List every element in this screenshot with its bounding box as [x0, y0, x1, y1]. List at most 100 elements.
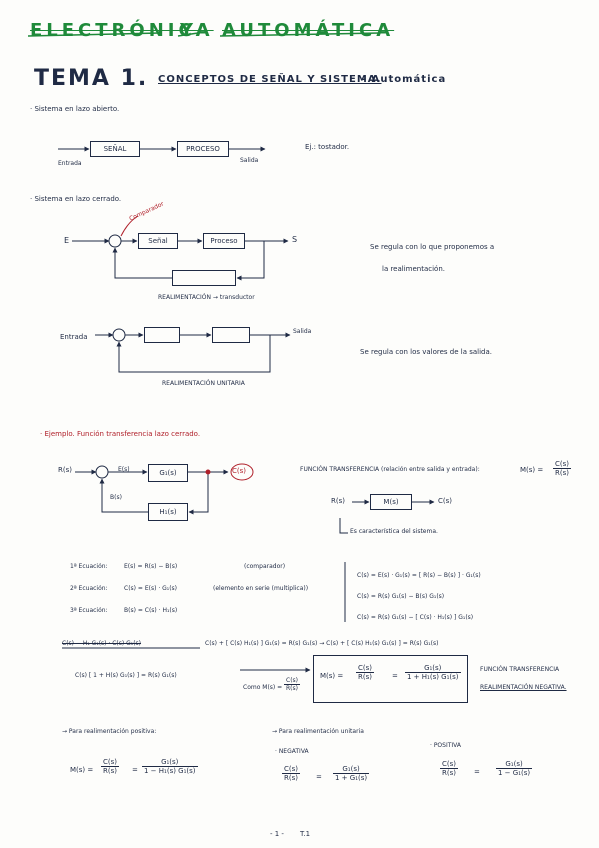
step-5: C(s) [ 1 + H(s) G₁(s) ] = R(s) G₁(s)	[75, 672, 177, 679]
pos-fraction-2: G₁(s)1 − H₁(s) G₁(s)	[142, 758, 198, 775]
unit-loop-input-label: Entrada	[60, 333, 88, 341]
ex-c-label: C(s)	[232, 467, 246, 475]
eq2-label: 2ª Ecuación:	[70, 585, 108, 592]
como-fraction: C(s)R(s)	[284, 677, 300, 692]
positive-heading: → Para realimentación positiva:	[62, 728, 157, 735]
pos-fraction-1: C(s)R(s)	[101, 758, 119, 775]
eq2: C(s) = E(s) · G₁(s)	[124, 585, 178, 592]
posi-fraction-2: G₁(s)1 − G₁(s)	[496, 760, 533, 777]
course-title-left: ELECTRÓNICA	[30, 20, 214, 41]
unit-loop-feedback-label: REALIMENTACIÓN UNITARIA	[162, 380, 245, 387]
tf-fraction: C(s)R(s)	[553, 460, 571, 477]
box-note-2: REALIMENTACIÓN NEGATIVA.	[480, 684, 567, 691]
struck-step: C(s) − H₁ G₁(s) · C(s) G₁(s)	[62, 640, 142, 647]
eq3-label: 3ª Ecuación:	[70, 607, 108, 614]
characteristic-note: Es característica del sistema.	[350, 528, 438, 535]
closed-loop-heading: · Sistema en lazo cerrado.	[30, 195, 122, 203]
closed-comparator	[108, 234, 122, 248]
box-denominator-2: 1 + H₁(s) G₁(s)	[407, 673, 459, 681]
tema-subtitle: CONCEPTOS DE SEÑAL Y SISTEMA.	[158, 74, 382, 85]
neg-numerator-2: G₁(s)	[342, 765, 360, 773]
ex-r-label: R(s)	[58, 466, 72, 474]
neg-equals: =	[316, 773, 322, 781]
tf-numerator: C(s)	[555, 460, 569, 468]
unit-loop-block-2	[212, 327, 250, 343]
eq1: E(s) = R(s) − B(s)	[124, 563, 178, 570]
pos-denominator-2: 1 − H₁(s) G₁(s)	[144, 767, 196, 775]
box-note-1: FUNCIÓN TRANSFERENCIA	[480, 666, 560, 673]
tf-definition: FUNCIÓN TRANSFERENCIA (relación entre sa…	[300, 466, 480, 473]
posi-numerator-1: C(s)	[442, 760, 456, 768]
box-lhs: M(s) =	[320, 672, 344, 680]
open-loop-note: Ej.: tostador.	[305, 143, 350, 151]
eq3: B(s) = C(s) · H₁(s)	[124, 607, 178, 614]
box-numerator-2: G₁(s)	[424, 664, 442, 672]
neg-label: · NEGATIVA	[275, 748, 309, 755]
open-loop-output-label: Salida	[240, 157, 259, 164]
result-2: C(s) = R(s) G₁(s) − B(s) G₁(s)	[357, 593, 445, 600]
closed-loop-note-1: Se regula con lo que proponemos a	[370, 243, 495, 251]
tf-denominator: R(s)	[555, 469, 569, 477]
block-label: H₁(s)	[159, 508, 177, 516]
unit-loop-output-label: Salida	[293, 328, 312, 335]
closed-loop-feedback-label: REALIMENTACIÓN → transductor	[158, 294, 255, 301]
m-block: M(s)	[370, 494, 412, 510]
ex-b-label: B(s)	[110, 494, 122, 501]
box-equals: =	[392, 672, 398, 680]
example-comparator	[95, 465, 109, 479]
open-loop-process-block: PROCESO	[177, 141, 229, 157]
pos-numerator-1: C(s)	[103, 758, 117, 766]
posi-equals: =	[474, 768, 480, 776]
box-denominator-1: R(s)	[358, 673, 372, 681]
block-label: SEÑAL	[103, 145, 127, 153]
unit-loop-note: Se regula con los valores de la salida.	[360, 348, 493, 356]
ex-e-label: E(s)	[118, 466, 130, 473]
posi-denominator-1: R(s)	[442, 769, 456, 777]
pos-equals: =	[132, 766, 138, 774]
neg-fraction-1: C(s)R(s)	[282, 765, 300, 782]
posi-denominator-2: 1 − G₁(s)	[498, 769, 531, 777]
posi-numerator-2: G₁(s)	[505, 760, 523, 768]
eq1-note: (comparador)	[244, 563, 286, 570]
closed-loop-output: S	[292, 235, 298, 244]
neg-numerator-1: C(s)	[284, 765, 298, 773]
posi-label: · POSITIVA	[430, 742, 461, 749]
block-label: Proceso	[210, 237, 238, 245]
block-label: M(s)	[383, 498, 399, 506]
example-heading: · Ejemplo. Función transferencia lazo ce…	[40, 430, 201, 438]
result-box	[313, 655, 468, 703]
closed-loop-feedback-block	[172, 270, 236, 286]
tf-lhs: M(s) =	[520, 466, 544, 474]
neg-fraction-2: G₁(s)1 + G₁(s)	[333, 765, 370, 782]
step-4: C(s) + [ C(s) H₁(s) ] G₁(s) = R(s) G₁(s)…	[205, 640, 439, 647]
box-fraction-1: C(s)R(s)	[356, 664, 374, 681]
como-denominator: R(s)	[286, 685, 298, 692]
page-number: - 1 -	[270, 830, 284, 838]
block-label: PROCESO	[186, 145, 220, 153]
open-loop-signal-block: SEÑAL	[90, 141, 140, 157]
unit-heading: → Para realimentación unitaria	[272, 728, 364, 735]
box-numerator-1: C(s)	[358, 664, 372, 672]
eq1-label: 1ª Ecuación:	[70, 563, 108, 570]
unit-comparator	[112, 328, 126, 342]
closed-loop-process-block: Proceso	[203, 233, 245, 249]
block-label: Señal	[148, 237, 168, 245]
open-loop-input-label: Entrada	[58, 160, 82, 167]
small-in-label: R(s)	[331, 497, 345, 505]
result-3: C(s) = R(s) G₁(s) − [ C(s) · H₁(s) ] G₁(…	[357, 614, 474, 621]
closed-loop-signal-block: Señal	[138, 233, 178, 249]
small-out-label: C(s)	[438, 497, 452, 505]
posi-fraction-1: C(s)R(s)	[440, 760, 458, 777]
pos-denominator-1: R(s)	[103, 767, 117, 775]
closed-loop-input: E	[64, 236, 70, 245]
topic-tag: T.1	[300, 830, 311, 838]
open-loop-heading: · Sistema en lazo abierto.	[30, 105, 120, 113]
eq2-note: (elemento en serie (multiplica))	[213, 585, 309, 592]
unit-loop-block-1	[144, 327, 180, 343]
ex-h-block: H₁(s)	[148, 503, 188, 521]
neg-denominator-1: R(s)	[284, 774, 298, 782]
como-numerator: C(s)	[286, 677, 298, 684]
tema-heading: TEMA 1.	[34, 66, 149, 91]
box-fraction-2: G₁(s)1 + H₁(s) G₁(s)	[405, 664, 461, 681]
